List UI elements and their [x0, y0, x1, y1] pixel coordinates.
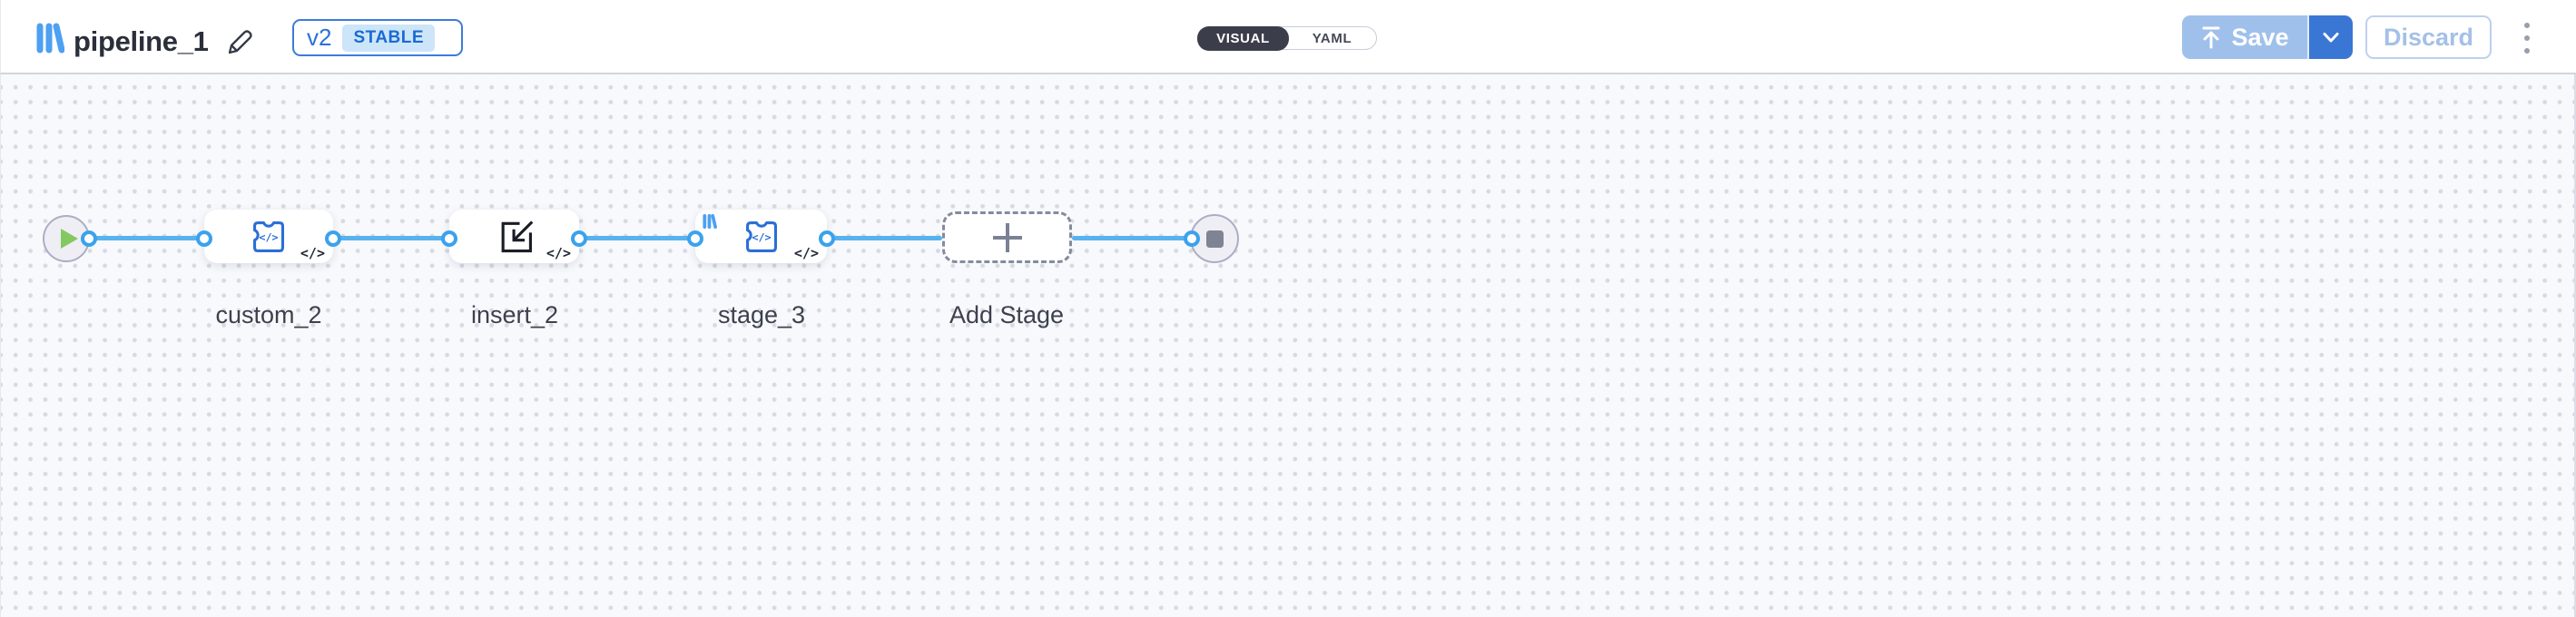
svg-text:</>: </>	[259, 230, 278, 243]
edge-source-custom2	[89, 236, 204, 240]
insert-box-arrow-icon	[501, 220, 533, 252]
tab-yaml[interactable]: YAML	[1312, 30, 1352, 46]
save-options-button[interactable]	[2307, 15, 2353, 59]
tab-visual[interactable]: VISUAL	[1196, 25, 1290, 51]
stop-icon	[1205, 230, 1224, 248]
port[interactable]	[441, 230, 457, 247]
plus-icon	[992, 222, 1022, 252]
node-custom-2[interactable]: </> </>	[204, 210, 333, 263]
discard-button-label: Discard	[2383, 23, 2474, 51]
function-puzzle-icon: </>	[253, 220, 284, 252]
add-stage-button[interactable]	[942, 211, 1072, 263]
node-label-stage-3: stage_3	[717, 301, 806, 328]
editor-mode-toggle: VISUAL YAML	[1196, 25, 1377, 51]
port[interactable]	[1184, 230, 1200, 247]
node-label-add-stage: Add Stage	[949, 301, 1065, 328]
function-puzzle-icon: </>	[745, 220, 777, 252]
play-icon	[60, 229, 78, 249]
node-label-insert-2: insert_2	[470, 301, 559, 328]
port[interactable]	[196, 230, 212, 247]
chevron-down-icon	[2323, 32, 2339, 42]
page-title: pipeline_1	[74, 25, 209, 57]
code-badge: </>	[300, 245, 325, 261]
code-badge: </>	[546, 245, 571, 261]
version-status-badge: STABLE	[342, 24, 436, 52]
brand-logo-icon	[36, 23, 64, 54]
svg-text:</>: </>	[752, 230, 771, 243]
edge-custom2-insert2	[333, 236, 449, 240]
save-button-label: Save	[2231, 23, 2289, 51]
node-stage-3[interactable]: </> </>	[695, 210, 827, 263]
port[interactable]	[819, 230, 835, 247]
save-split-button: Save	[2182, 15, 2353, 59]
edge-stage3-addstage	[827, 236, 942, 240]
edge-insert2-stage3	[579, 236, 695, 240]
node-insert-2[interactable]: </>	[449, 210, 579, 263]
discard-button[interactable]: Discard	[2365, 15, 2492, 59]
upload-icon	[2202, 26, 2220, 49]
port[interactable]	[325, 230, 341, 247]
port[interactable]	[571, 230, 587, 247]
edge-addstage-sink	[1072, 236, 1192, 240]
code-badge: </>	[793, 245, 819, 261]
port[interactable]	[687, 230, 703, 247]
version-label: v2	[307, 24, 332, 51]
save-button[interactable]: Save	[2182, 15, 2307, 59]
brand-logo-icon	[703, 214, 717, 229]
edit-icon[interactable]	[226, 28, 253, 55]
version-dropdown[interactable]: v2 STABLE	[292, 19, 463, 56]
port[interactable]	[81, 230, 97, 247]
kebab-menu-icon[interactable]	[2519, 23, 2535, 54]
node-label-custom-2: custom_2	[215, 301, 322, 328]
top-bar: pipeline_1 v2 STABLE VISUAL YAML Save	[0, 0, 2576, 74]
pipeline-canvas[interactable]: </> </> </> </> </>	[0, 74, 2576, 617]
